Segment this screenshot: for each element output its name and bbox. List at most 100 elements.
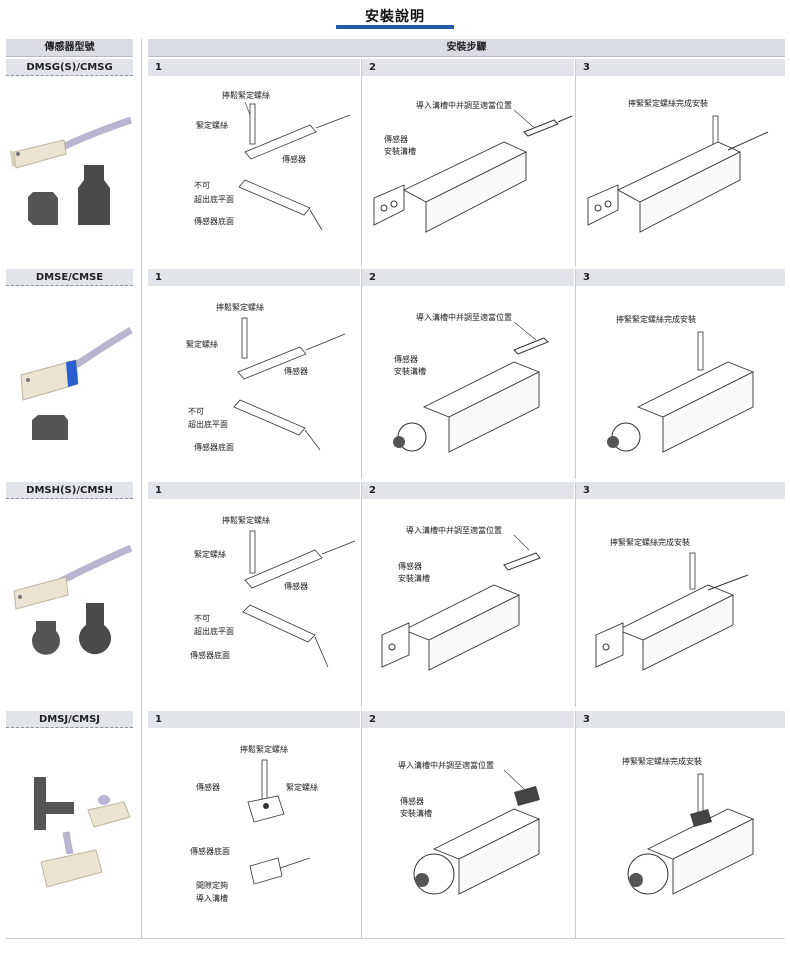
- screwdriver-icon: [241, 317, 248, 359]
- label-mount-groove: 安裝溝槽: [398, 573, 430, 583]
- step-divider: [361, 59, 362, 266]
- label-tighten-screw: 擰緊緊定螺絲完成安裝: [628, 98, 708, 108]
- sensor-icon: [690, 809, 712, 827]
- label-sensor: 傳感器: [398, 561, 422, 571]
- step1-diagram: 擰鬆緊定螺絲 緊定螺絲 傳感器 不可 超出底平面 傳感器底面: [186, 302, 346, 452]
- sensor-photo-dmsg: [10, 116, 133, 225]
- sensor-profile-shape: [34, 777, 74, 830]
- label-insert-groove: 導入溝槽中幷調至適當位置: [416, 100, 512, 110]
- sensor-profile-shape: [79, 603, 111, 655]
- label-sensor-bottom: 傳感器底面: [190, 650, 230, 660]
- end-plate-icon: [587, 184, 619, 226]
- screwdriver-icon: [697, 773, 704, 813]
- label-set-screw: 緊定螺絲: [194, 549, 226, 559]
- label-loosen-screw: 擰鬆緊定螺絲: [216, 302, 264, 312]
- step-divider: [575, 269, 576, 479]
- sensor-profile-shape: [32, 621, 60, 655]
- label-sensor: 傳感器: [384, 134, 408, 144]
- label-sensor: 傳感器: [284, 581, 308, 591]
- step-divider: [575, 482, 576, 707]
- sensor-model-header: 傳感器型號: [6, 39, 133, 57]
- screwdriver-icon: [249, 103, 256, 145]
- step3-diagram: 擰緊緊定螺絲完成安裝: [587, 98, 769, 233]
- page-title-area: 安裝說明: [0, 0, 790, 30]
- step-number-2: 2: [362, 711, 574, 728]
- screwdriver-icon: [689, 552, 696, 590]
- step-number-3: 3: [576, 269, 785, 286]
- label-set-screw: 緊定螺絲: [286, 782, 318, 792]
- sensor-body: [20, 359, 79, 401]
- sensor-cable: [59, 544, 133, 585]
- label-insert-groove: 導入溝槽中幷調至適當位置: [416, 312, 512, 322]
- sensor-icon: [514, 786, 540, 806]
- step-number-3: 3: [576, 711, 785, 728]
- label-tighten-screw: 擰緊緊定螺絲完成安裝: [610, 537, 690, 547]
- label-mount-groove: 安裝溝槽: [394, 366, 426, 376]
- step-number-1: 1: [148, 269, 360, 286]
- label-sensor-bottom: 傳感器底面: [194, 216, 234, 226]
- step-number-1: 1: [148, 711, 360, 728]
- step-divider: [361, 269, 362, 479]
- sensor-body: [13, 576, 69, 610]
- sensor-photo-dmse: [20, 326, 133, 440]
- sensor-icon: [513, 337, 549, 355]
- sensor-cable: [74, 326, 133, 368]
- label-exceed-bottom: 超出底平面: [194, 626, 234, 636]
- sensor-photo-dmsj: [34, 777, 131, 888]
- title-underline: [336, 25, 454, 29]
- install-steps-header: 安裝步驟: [148, 39, 785, 57]
- sensor-profile-shape: [28, 192, 58, 225]
- sensor-photo-dmsh: [13, 544, 133, 655]
- step-divider: [361, 711, 362, 938]
- step-divider: [361, 482, 362, 707]
- label-cannot: 不可: [194, 614, 210, 623]
- label-loosen-screw: 擰鬆緊定螺絲: [222, 90, 270, 100]
- model-name-row-3: DMSH(S)/CMSH: [6, 482, 133, 499]
- step2-diagram: 導入溝槽中幷調至適當位置 傳感器 安裝溝槽: [398, 760, 541, 895]
- label-cannot: 不可: [194, 181, 210, 190]
- sensor-profile-shape: [78, 165, 110, 225]
- label-loosen-screw: 擰鬆緊定螺絲: [240, 744, 288, 754]
- label-sensor: 傳感器: [284, 366, 308, 376]
- label-set-screw: 緊定螺絲: [196, 120, 228, 130]
- step1-diagram: 擰鬆緊定螺絲 緊定螺絲 傳感器 不可 超出底平面 傳感器底面: [190, 515, 356, 668]
- screwdriver-icon: [261, 759, 268, 801]
- step1-diagram: 擰鬆緊定螺絲 傳感器 緊定螺絲 傳感器底面 間隙定夠 導入溝槽: [190, 744, 318, 903]
- model-name-row-1: DMSG(S)/CMSG: [6, 59, 133, 76]
- sensor-side-icon: [238, 179, 311, 216]
- end-plate-icon: [595, 622, 624, 668]
- label-sensor: 傳感器: [196, 782, 220, 792]
- sensor-icon: [237, 346, 307, 380]
- sensor-icon: [244, 124, 317, 160]
- step2-diagram: 導入溝槽中幷調至適當位置 傳感器 安裝溝槽: [381, 525, 541, 671]
- sensor-icon: [503, 552, 541, 571]
- step-number-2: 2: [362, 269, 574, 286]
- model-name-row-4: DMSJ/CMSJ: [6, 711, 133, 728]
- step-number-2: 2: [362, 482, 574, 499]
- sensor-body: [40, 831, 103, 888]
- screwdriver-icon: [249, 530, 256, 574]
- label-sensor: 傳感器: [394, 354, 418, 364]
- table-bottom-border: [6, 938, 785, 939]
- label-exceed-bottom: 超出底平面: [194, 194, 234, 204]
- sensor-icon: [523, 119, 559, 137]
- sensor-side-icon: [233, 399, 306, 436]
- label-gap-set: 間隙定夠: [196, 880, 228, 890]
- step2-diagram: 導入溝槽中幷調至適當位置 傳感器 安裝溝槽: [393, 312, 549, 453]
- end-plate-icon: [381, 622, 410, 668]
- step3-diagram: 擰緊緊定螺絲完成安裝: [595, 537, 749, 671]
- sensor-cable: [707, 574, 749, 591]
- sensor-cable: [727, 131, 769, 151]
- label-set-screw: 緊定螺絲: [186, 339, 218, 349]
- label-sensor-bottom: 傳感器底面: [194, 442, 234, 452]
- step-number-2: 2: [362, 59, 574, 76]
- step-divider: [575, 711, 576, 938]
- screwdriver-icon: [697, 331, 704, 371]
- label-insert-groove: 導入溝槽中幷調至適當位置: [398, 760, 494, 770]
- sensor-body: [87, 795, 131, 828]
- step-number-3: 3: [576, 59, 785, 76]
- sensor-side-icon: [242, 604, 316, 643]
- label-sensor: 傳感器: [400, 796, 424, 806]
- label-exceed-bottom: 超出底平面: [188, 419, 228, 429]
- label-sensor: 傳感器: [282, 154, 306, 164]
